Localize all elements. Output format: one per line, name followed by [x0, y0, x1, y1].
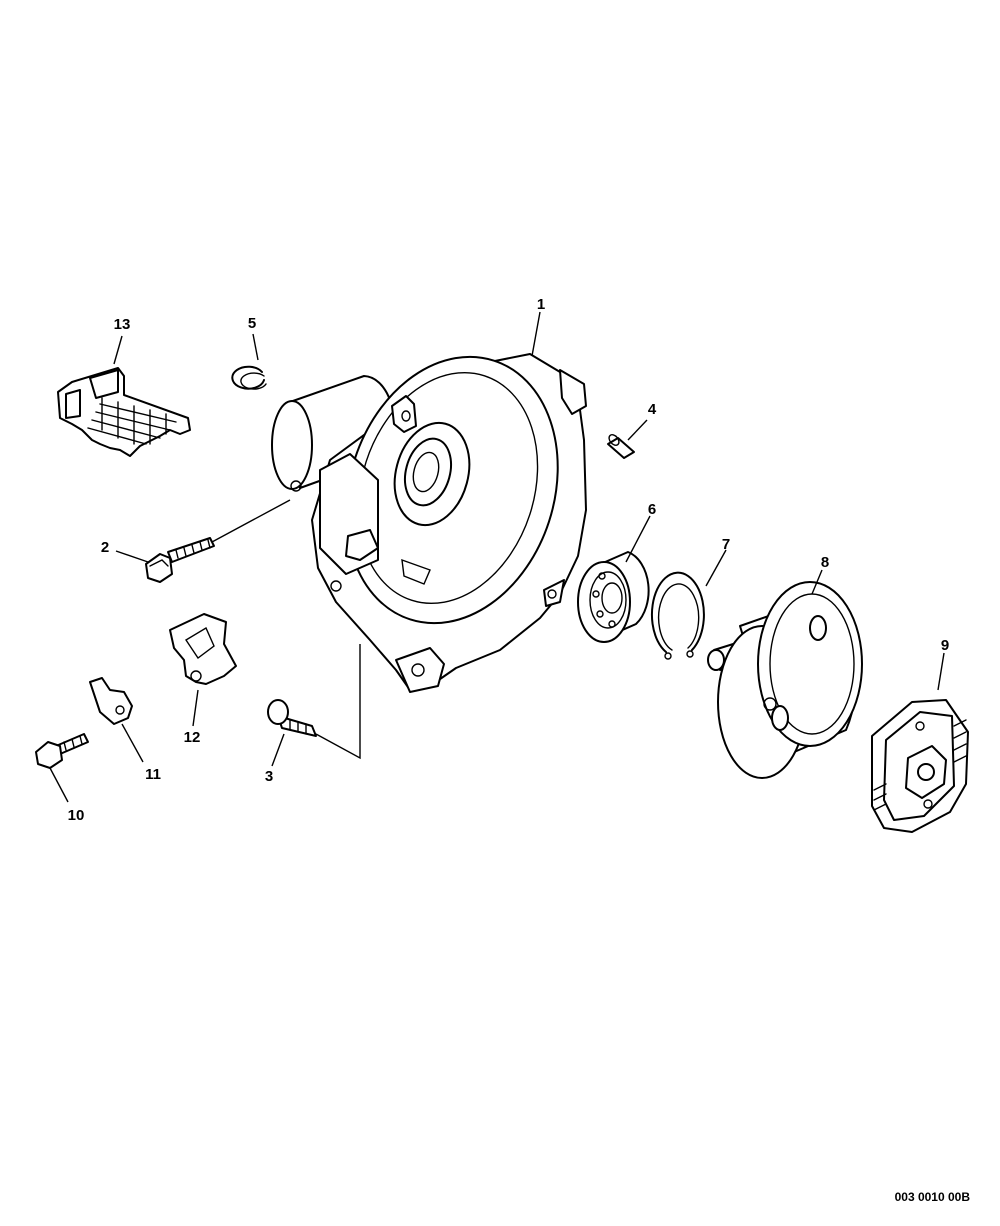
- callout-labels: 1 2 3 4 5 6 7 8 9 10 11 12 13: [68, 296, 950, 824]
- part-13-bracket: [57, 367, 191, 457]
- leader-lines: [49, 311, 945, 803]
- part-11-plate: [89, 677, 133, 725]
- part-2-bolt: [145, 537, 215, 583]
- callout-1: 1: [537, 296, 545, 313]
- callout-7: 7: [722, 536, 730, 553]
- diagram-reference-code: 003 0010 00B: [894, 1190, 970, 1204]
- part-10-screw: [35, 733, 89, 769]
- part-6-bearing: [577, 551, 650, 643]
- callout-8: 8: [821, 554, 829, 571]
- part-7-snap-ring: [650, 571, 705, 660]
- part-5-snap-ring: [231, 365, 267, 390]
- callout-13: 13: [114, 316, 131, 333]
- callout-2: 2: [101, 539, 109, 556]
- callout-5: 5: [248, 315, 256, 332]
- part-1-housing: [271, 353, 587, 693]
- callout-11: 11: [145, 766, 161, 783]
- part-4-pin: [607, 434, 635, 459]
- callout-9: 9: [941, 637, 949, 654]
- callout-10: 10: [68, 807, 85, 824]
- callout-3: 3: [265, 768, 273, 785]
- callout-6: 6: [648, 501, 656, 518]
- part-3-bolt: [267, 699, 317, 737]
- callout-12: 12: [184, 729, 201, 746]
- part-12-latch: [169, 613, 237, 685]
- part-9-clutch: [871, 699, 969, 833]
- part-8-clutch-drum: [707, 581, 863, 779]
- callout-4: 4: [648, 401, 657, 418]
